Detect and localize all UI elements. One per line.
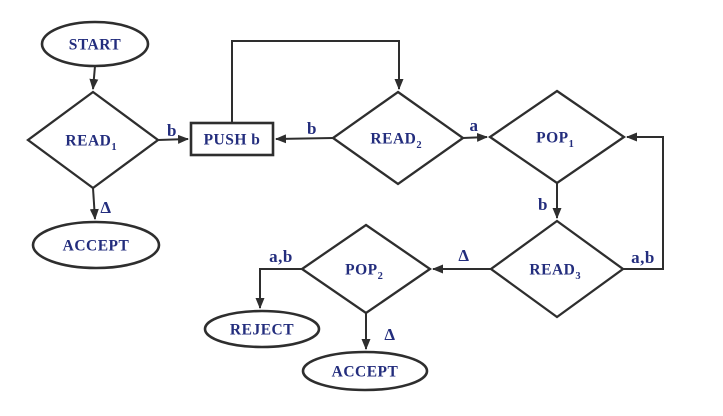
node-reject-label: REJECT (230, 322, 294, 339)
node-read3-label: READ3 (529, 262, 580, 283)
node-push-b-rect (189, 121, 275, 157)
edge-label-read3-to-pop1: a,b (631, 248, 655, 267)
edge-read1-to-accept (89, 187, 99, 220)
edge-label-pop2-to-reject: a,b (269, 247, 293, 266)
node-accept-left-label: ACCEPT (63, 238, 130, 255)
edge-start-to-read1 (89, 65, 99, 90)
node-pop1-label: POP1 (536, 130, 574, 151)
node-reject: REJECT (203, 309, 321, 349)
node-accept-left: ACCEPT (31, 220, 161, 270)
node-read1: READ1 (26, 90, 160, 190)
node-read3-subscript: 3 (575, 271, 580, 282)
edge-read1-to-pushb (157, 134, 189, 144)
edge-pop2-to-reject (255, 268, 302, 309)
node-read1-subscript: 1 (111, 142, 116, 153)
node-reject-oval (203, 309, 321, 349)
node-start-label: START (69, 37, 122, 54)
edge-label-read2-to-pushb: b (307, 119, 317, 138)
edge-pushb-to-read2 (231, 40, 404, 123)
edge-label-read1-to-pushb: b (167, 121, 177, 140)
node-pop2: POP2 (299, 223, 433, 315)
edge-label-read1-to-accept: Δ (100, 198, 111, 217)
node-pop1: POP1 (487, 89, 627, 185)
edge-read3-to-pop1 (623, 132, 664, 270)
node-push-b-label: PUSH b (204, 132, 261, 149)
node-pop2-subscript: 2 (378, 271, 383, 282)
node-pop2-label: POP2 (345, 262, 383, 283)
node-start: START (40, 20, 150, 68)
node-pop2-diamond (299, 223, 433, 315)
edge-label-read2-to-pop1: a (470, 116, 479, 135)
node-read2-label: READ2 (370, 131, 421, 152)
node-read3: READ3 (489, 219, 625, 319)
node-accept-bottom-label: ACCEPT (332, 364, 399, 381)
node-push-b: PUSH b (189, 121, 275, 157)
node-accept-left-oval (31, 220, 161, 270)
node-read3-diamond (489, 219, 625, 319)
node-pop1-diamond (487, 89, 627, 185)
edge-read2-to-pop1 (462, 132, 488, 142)
node-pop1-subscript: 1 (569, 139, 574, 150)
node-read2-diamond (331, 90, 465, 186)
edge-label-pop2-to-accept: Δ (384, 325, 395, 344)
node-read2: READ2 (331, 90, 465, 186)
edge-label-pop1-to-read3: b (538, 195, 548, 214)
node-read1-diamond (26, 90, 160, 190)
edge-label-read3-to-pop2: Δ (458, 246, 469, 265)
node-accept-bottom-oval (301, 350, 429, 392)
node-read2-subscript: 2 (416, 140, 421, 151)
edge-read2-to-pushb (275, 134, 334, 144)
node-read1-label: READ1 (65, 133, 116, 154)
node-accept-bottom: ACCEPT (301, 350, 429, 392)
node-start-oval (40, 20, 150, 68)
